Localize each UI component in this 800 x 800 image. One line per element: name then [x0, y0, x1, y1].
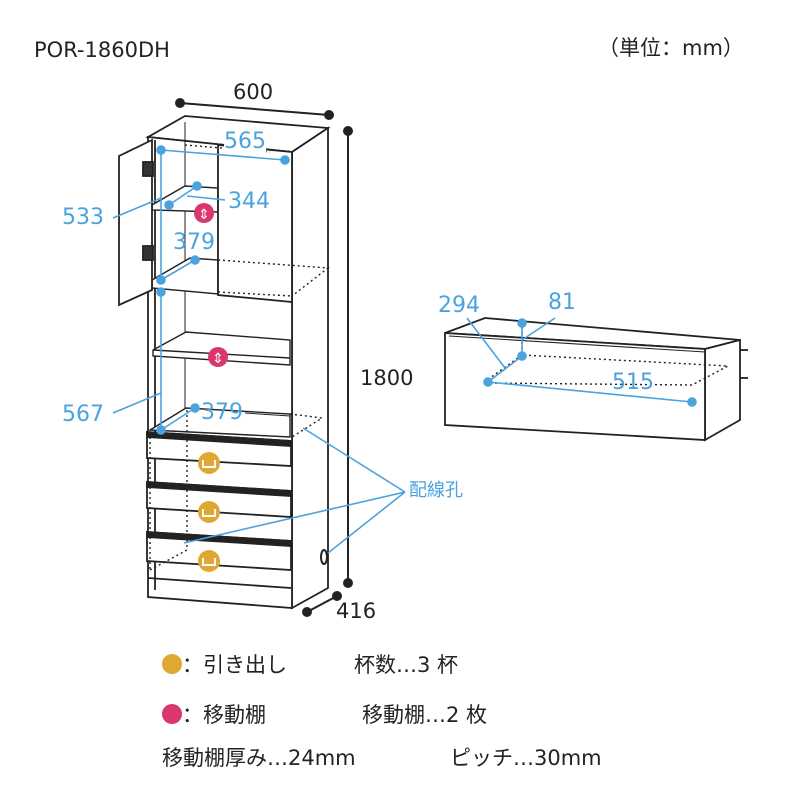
lower-shelf-depth-label: 379	[201, 400, 243, 425]
legend-shelf-count: 移動棚…2 枚	[362, 703, 488, 727]
height-label: 1800	[360, 366, 414, 390]
unit-label: （単位：mm）	[598, 36, 744, 60]
drawer-dimension-lines	[466, 317, 697, 407]
dimension-lines	[175, 98, 353, 617]
drawer-icon	[162, 654, 182, 674]
upper-height-label: 533	[62, 205, 104, 230]
model-number: POR-1860DH	[34, 38, 170, 62]
svg-text:⇕: ⇕	[198, 207, 210, 223]
legend-drawer-count: 杯数…3 杯	[354, 653, 459, 677]
blue-dimension-lines	[112, 145, 406, 554]
middle-shelf-depth-label: 379	[173, 230, 215, 255]
legend-drawer: ：引き出し	[162, 649, 287, 679]
drawer-icons	[198, 452, 220, 572]
cabinet-outline	[118, 115, 331, 610]
legend-pitch: ピッチ…30mm	[450, 746, 602, 770]
drawer-height-label: 81	[548, 290, 576, 315]
inner-width-label: 565	[224, 129, 266, 154]
shelf-icons: ⇕ ⇕	[194, 203, 228, 367]
shelf-icon	[162, 704, 182, 724]
upper-shelf-depth-label: 344	[228, 189, 270, 214]
drawer-depth-label: 294	[438, 293, 480, 318]
width-label: 600	[233, 80, 274, 104]
svg-text:⇕: ⇕	[212, 351, 224, 367]
legend-shelf: ：移動棚	[162, 699, 266, 729]
drawer-width-label: 515	[612, 370, 654, 395]
wiring-hole-callout: 配線孔	[409, 480, 463, 501]
legend-shelf-thickness: 移動棚厚み…24mm	[162, 746, 356, 770]
depth-label: 416	[336, 599, 377, 623]
middle-height-label: 567	[62, 402, 104, 427]
